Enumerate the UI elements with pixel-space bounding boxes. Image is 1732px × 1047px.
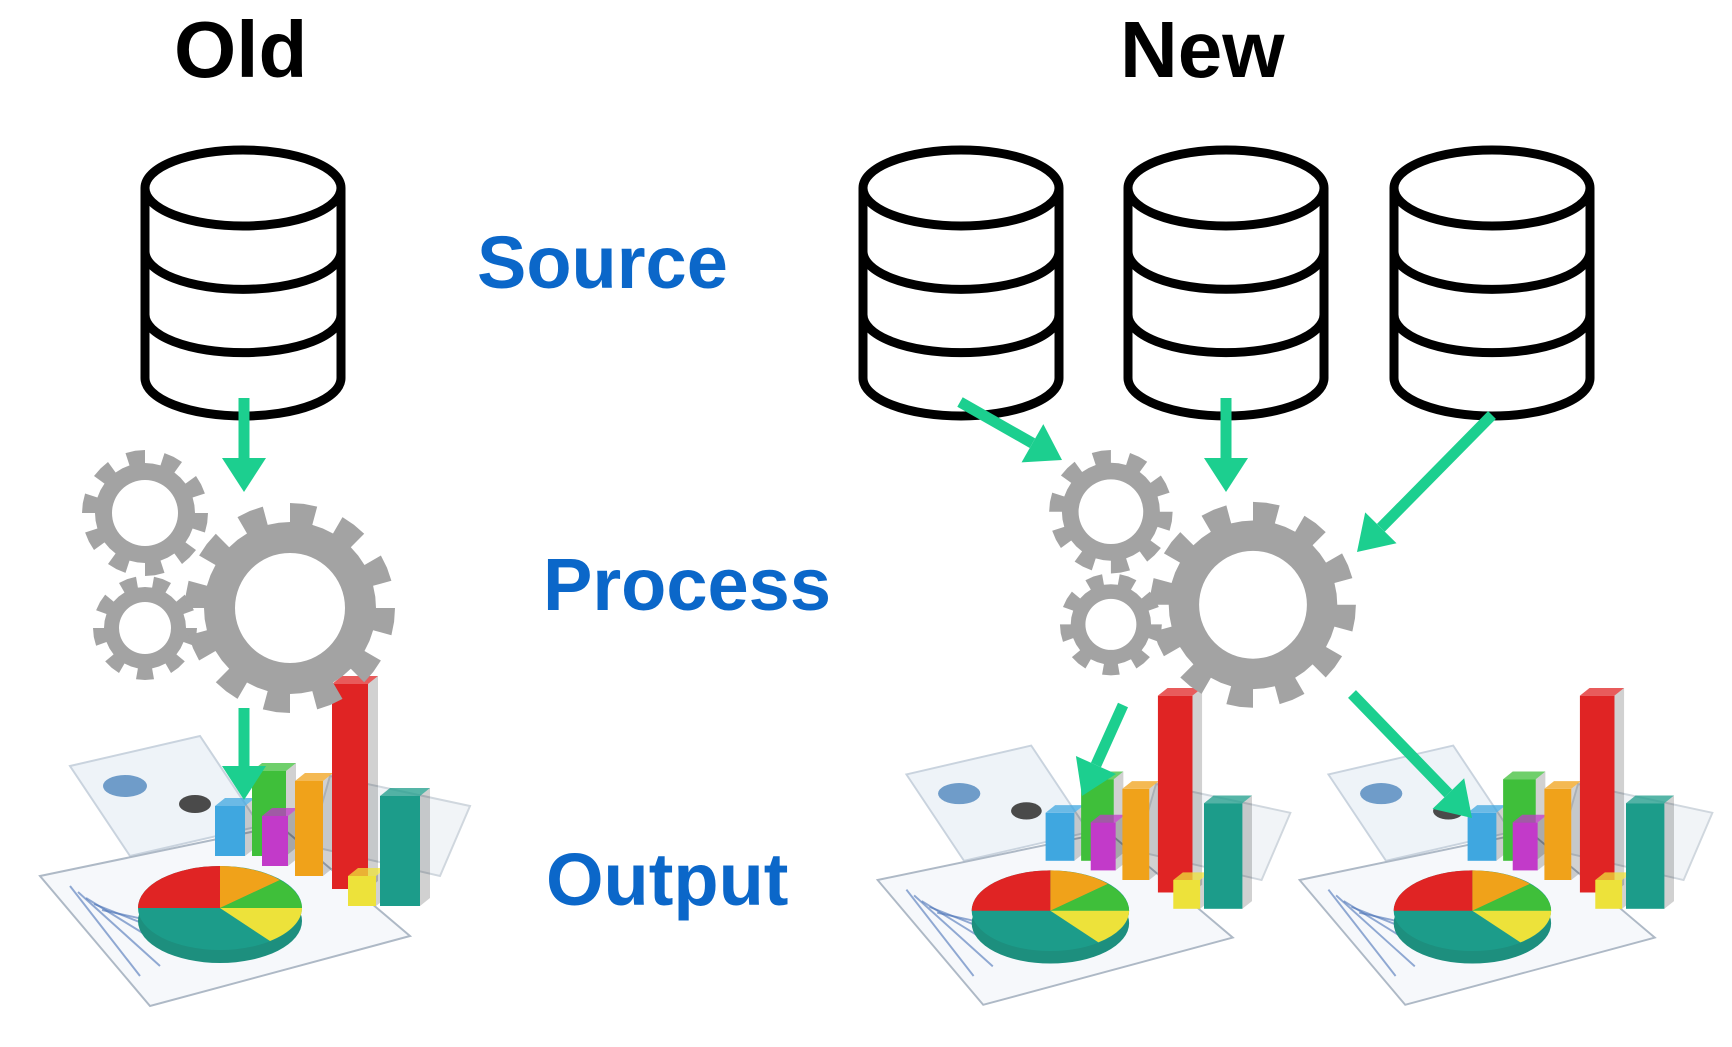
gear-large <box>1150 501 1356 708</box>
gear-small-top <box>1049 449 1173 574</box>
gear-small-bottom <box>93 576 197 680</box>
arrow-new-process-to-output1 <box>1075 702 1129 796</box>
database-icon-new-1 <box>858 145 1064 421</box>
gear-small-top <box>82 450 208 576</box>
heading-new: New <box>1120 5 1285 94</box>
arrow-new-process-to-output2 <box>1348 690 1472 818</box>
report-charts-icon-new-2 <box>1297 688 1714 1006</box>
report-charts-icon-old <box>38 676 472 1008</box>
gear-large <box>185 503 395 713</box>
arrow-old-process-to-output <box>222 708 266 800</box>
arrow-new-source2-to-process <box>1204 398 1248 492</box>
database-icon-new-2 <box>1123 145 1329 421</box>
gears-icon-old <box>82 450 395 713</box>
report-charts-icon-new-1 <box>875 688 1292 1006</box>
gears-icon-new <box>1049 449 1356 708</box>
arrow-old-source-to-process <box>222 398 266 492</box>
database-icon-new-3 <box>1389 145 1595 421</box>
gear-small-bottom <box>1059 574 1162 676</box>
arrow-new-source3-to-process <box>1357 411 1496 552</box>
arrow-new-source1-to-process <box>957 397 1062 463</box>
database-icon-old <box>140 145 346 421</box>
label-process: Process <box>543 543 831 626</box>
label-output: Output <box>546 838 789 921</box>
label-source: Source <box>477 221 728 304</box>
heading-old: Old <box>174 5 308 94</box>
